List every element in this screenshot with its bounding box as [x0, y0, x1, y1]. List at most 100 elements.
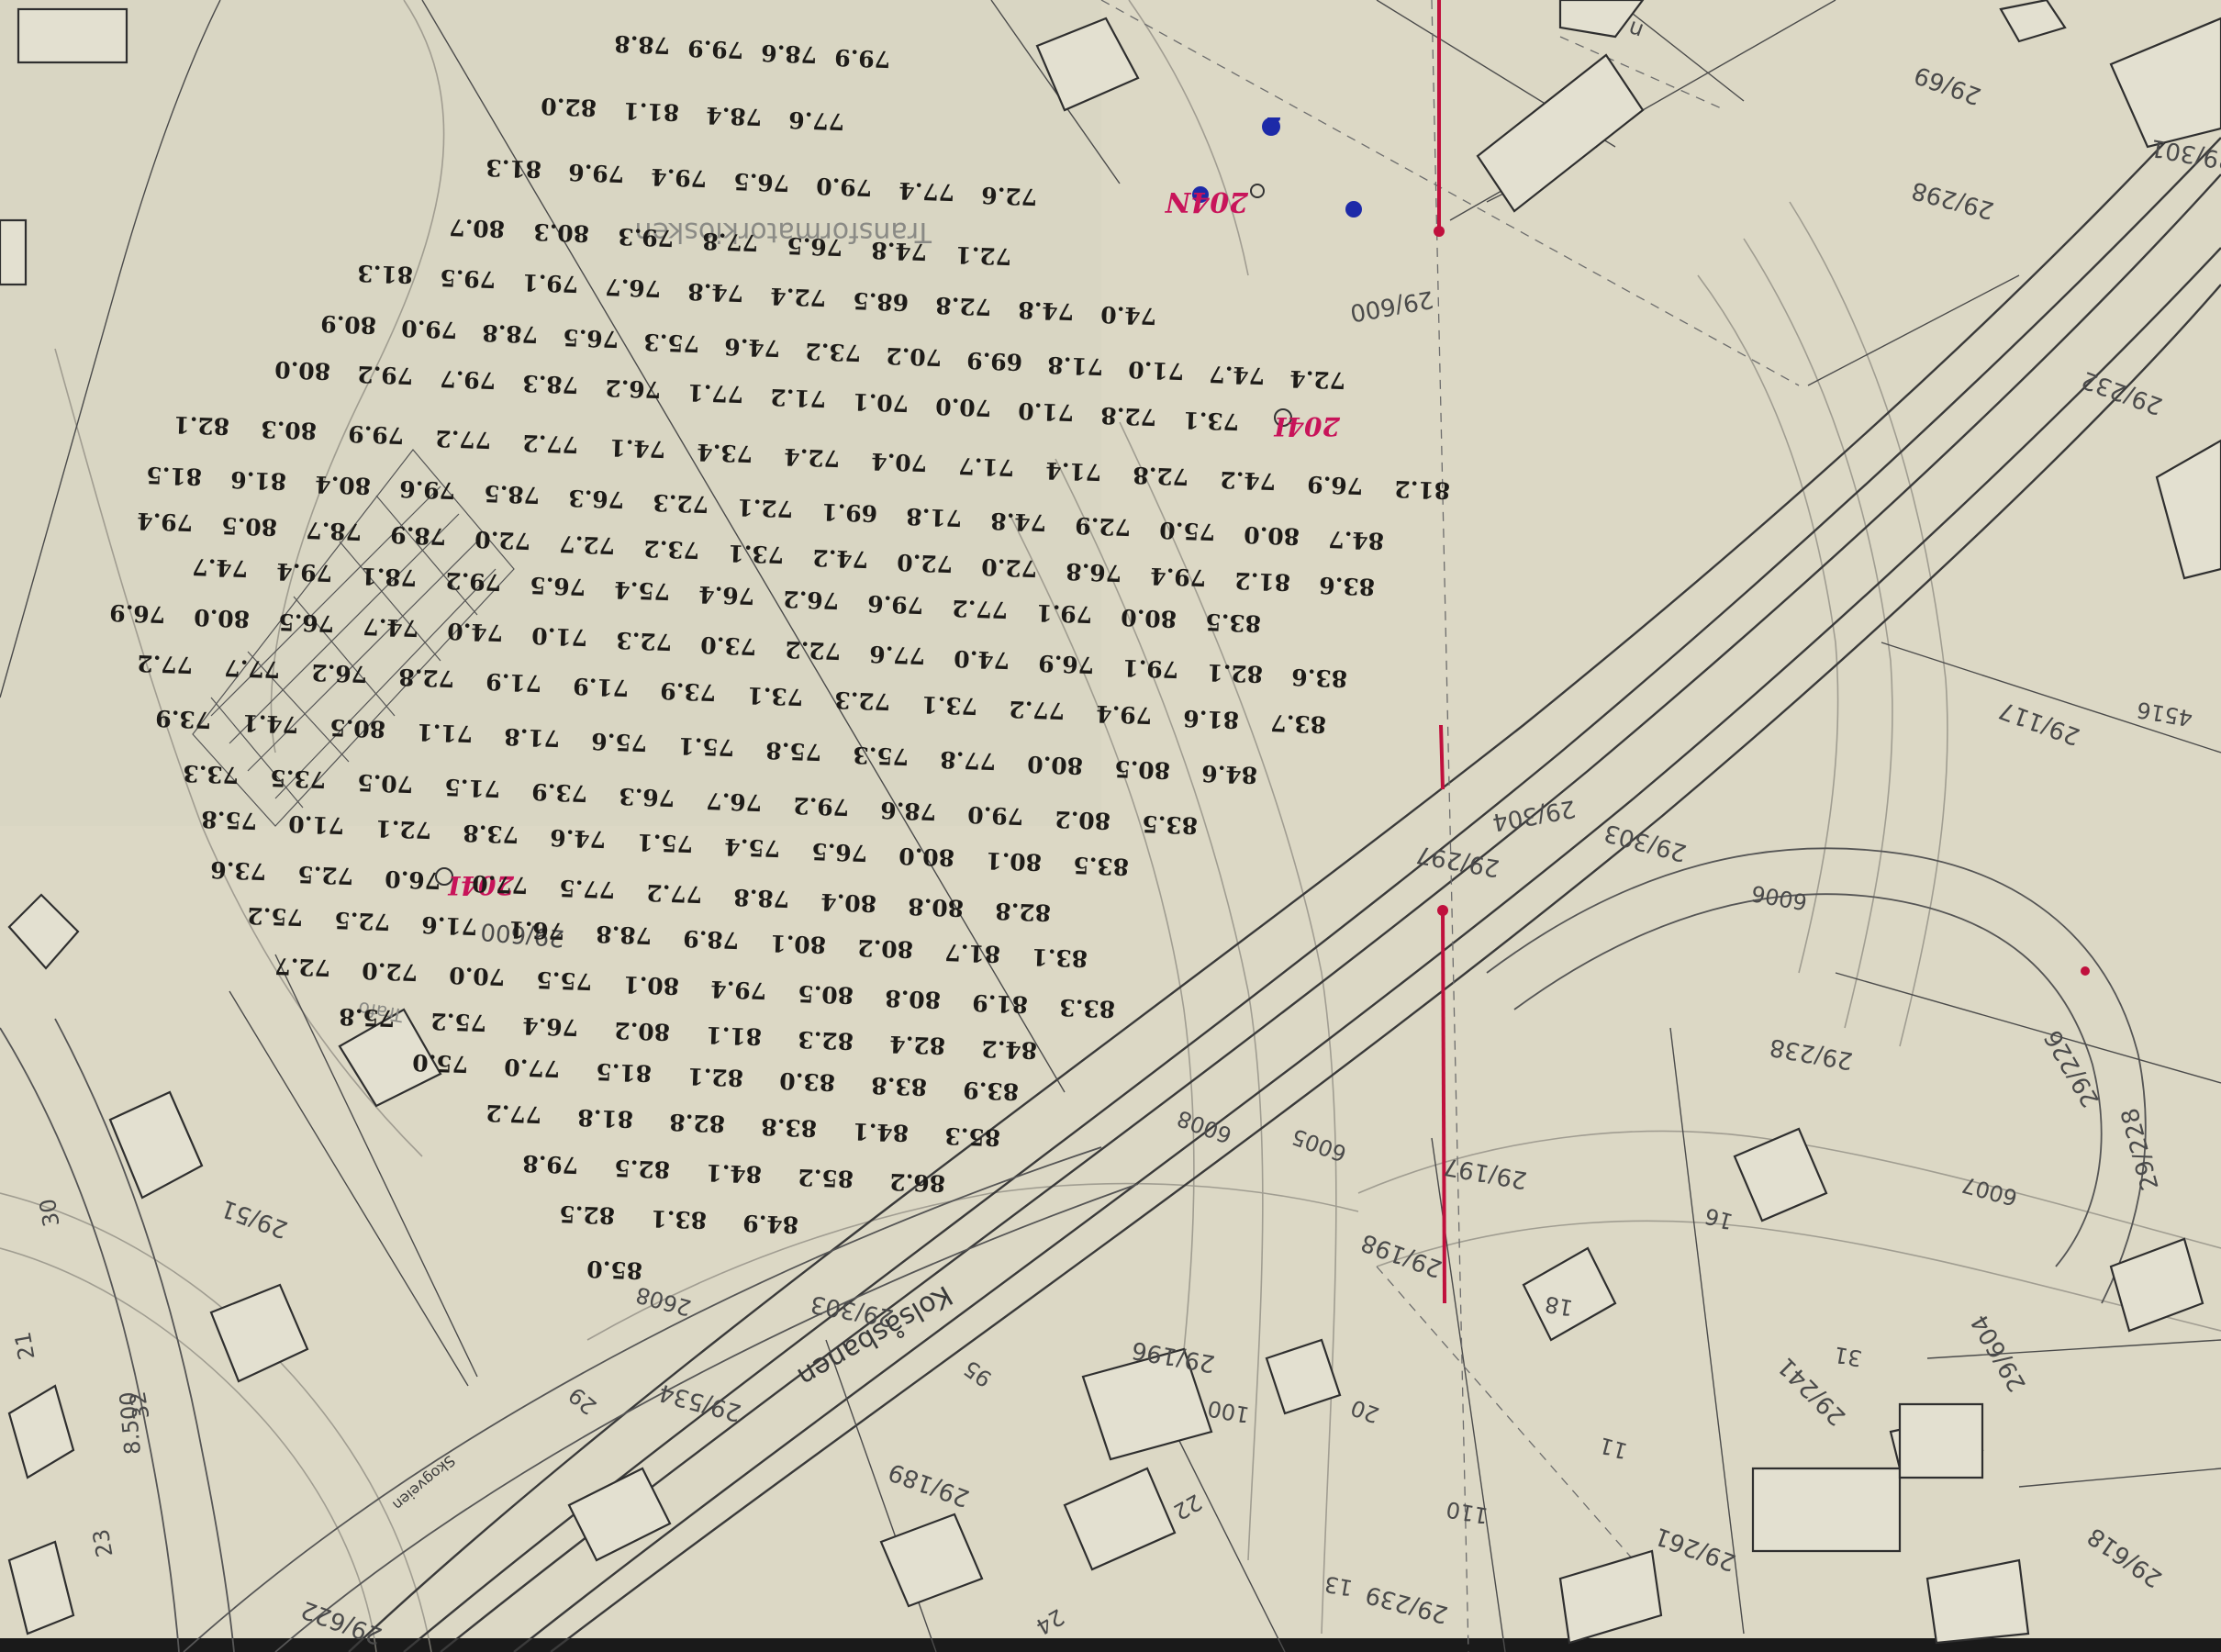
house-number-text: 13 — [1323, 1570, 1355, 1601]
elevation-point-text: 82.0 — [541, 93, 597, 121]
elevation-point: 77.8 — [940, 746, 997, 775]
elevation-point: 84.1 — [853, 1118, 910, 1146]
elevation-point: 79.2 — [357, 361, 414, 389]
elevation-point: 82.3 — [798, 1026, 854, 1055]
elevation-point-text: 82.5 — [559, 1200, 616, 1229]
elevation-point-text: 74.8 — [687, 278, 744, 307]
elevation-point: 72.8 — [1100, 402, 1157, 430]
elevation-point-text: 75.4 — [724, 833, 781, 862]
elevation-point-text: 85.3 — [944, 1122, 1001, 1151]
house-number-text: 31 — [1832, 1341, 1864, 1371]
elevation-point: 76.3 — [568, 485, 625, 513]
building — [879, 1512, 984, 1608]
elevation-point: 82.5 — [559, 1200, 616, 1229]
elevation-point-text: 80.0 — [1121, 604, 1177, 632]
building — [1733, 1127, 1828, 1222]
elevation-point: 74.7 — [1209, 361, 1266, 389]
annotation-red-mid: 204I — [1274, 411, 1341, 441]
elevation-point: 75.0 — [1159, 517, 1216, 545]
elevation-point-text: 73.1 — [728, 540, 785, 568]
elevation-point: 77.2 — [137, 650, 194, 678]
elevation-point: 72.1 — [375, 815, 432, 843]
elevation-point-text: 78.1 — [361, 563, 418, 591]
building — [567, 1467, 672, 1562]
scan-edge — [0, 1638, 2221, 1652]
elevation-point: 76.8 — [1066, 558, 1122, 586]
elevation-point-text: 85.0 — [586, 1256, 643, 1284]
elevation-point-text: 77.0 — [472, 870, 529, 899]
house-number: 30 — [35, 1197, 65, 1229]
elevation-point: 76.4 — [522, 1012, 579, 1041]
elevation-point: 80.0 — [898, 843, 955, 871]
elevation-point-text: 84.9 — [742, 1210, 799, 1238]
building — [108, 1090, 204, 1200]
elevation-point-text: 78.9 — [683, 925, 740, 954]
elevation-point: 73.0 — [700, 631, 757, 660]
elevation-point-text: 77.2 — [522, 430, 579, 458]
building — [1035, 17, 1140, 112]
railway-lines — [348, 82, 2221, 1652]
elevation-point-text: 74.7 — [363, 613, 419, 642]
elevation-point: 69.9 — [966, 347, 1023, 375]
elevation-point-text: 83.9 — [963, 1077, 1020, 1105]
elevation-point: 82.0 — [541, 93, 597, 121]
building — [1751, 1467, 1902, 1553]
elevation-point: 82.5 — [614, 1155, 671, 1183]
elevation-point-text: 71.0 — [1018, 397, 1075, 426]
elevation-point: 77.8 — [702, 228, 759, 256]
elevation-point: 70.4 — [871, 448, 928, 476]
elevation-point: 80.5 — [1114, 755, 1171, 784]
elevation-point-text: 72.7 — [274, 953, 331, 981]
elevation-point: 80.3 — [533, 218, 590, 247]
elevation-point-text: 84.7 — [1328, 526, 1385, 554]
elevation-point-text: 77.4 — [898, 177, 955, 206]
elevation-point: 78.8 — [482, 319, 539, 348]
elevation-point-text: 78.8 — [482, 319, 539, 348]
house-number: 31 — [1832, 1341, 1864, 1371]
house-number-text: 8.500 — [115, 1390, 146, 1456]
elevation-point-text: 82.3 — [798, 1026, 854, 1055]
elevation-point: 74.1 — [609, 434, 666, 463]
elevation-point-text: 80.1 — [986, 847, 1043, 876]
elevation-point-text: 71.1 — [417, 719, 474, 747]
elevation-point: 75.4 — [724, 833, 781, 862]
elevation-point: 85.3 — [944, 1122, 1001, 1151]
elevation-point-text: 80.5 — [329, 714, 386, 742]
elevation-point: 74.0 — [954, 645, 1010, 674]
elevation-point-text: 80.8 — [885, 985, 942, 1013]
elevation-point-text: 71.8 — [1047, 352, 1104, 380]
elevation-point: 73.1 — [921, 691, 978, 720]
annotation-blue: 2 — [1264, 111, 1281, 139]
elevation-point: 79.7 — [440, 365, 497, 394]
elevation-point-text: 80.8 — [908, 893, 965, 921]
elevation-point: 79.0 — [967, 801, 1024, 830]
elevation-point: 74.7 — [363, 613, 419, 642]
house-number: 32 — [125, 1390, 155, 1422]
elevation-point: 78.4 — [706, 102, 763, 130]
building — [7, 893, 80, 970]
elevation-point-text: 84.1 — [853, 1118, 910, 1146]
elevation-point: 77.2 — [1009, 696, 1066, 724]
elevation-point-text: 73.9 — [660, 677, 717, 706]
elevation-point-text: 77.8 — [702, 228, 759, 256]
elevation-point: 71.8 — [1047, 352, 1104, 380]
elevation-point-text: 80.1 — [770, 930, 827, 958]
elevation-point-text: 80.2 — [857, 934, 914, 963]
dashed-boundaries — [1100, 0, 1800, 1652]
elevation-point: 75.2 — [430, 1008, 487, 1036]
elevation-point: 79.1 — [1036, 599, 1093, 628]
elevation-point-text: 74.7 — [1209, 361, 1266, 389]
elevation-point-text: 76.5 — [530, 572, 586, 600]
building — [7, 1540, 75, 1635]
elevation-point: 71.0 — [1018, 397, 1075, 426]
elevation-point-text: 77.6 — [869, 641, 926, 669]
elevation-point: 77.6 — [869, 641, 926, 669]
elevation-point: 83.8 — [761, 1113, 818, 1142]
elevation-point-text: 78.6 — [880, 797, 937, 825]
elevation-point-text: 79.1 — [1122, 654, 1179, 683]
elevation-point: 73.1 — [747, 682, 804, 710]
elevation-point: 85.2 — [798, 1164, 854, 1192]
elevation-point-text: 72.0 — [897, 549, 954, 577]
